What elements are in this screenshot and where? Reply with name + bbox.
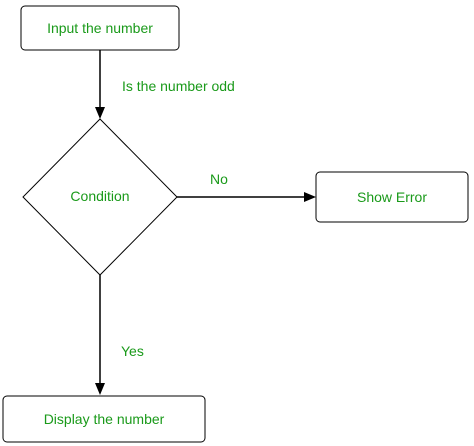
node-input-the-number: Input the number (20, 5, 180, 51)
node-condition: Condition (22, 118, 178, 276)
edge-decision-to-error-arrowhead (304, 192, 316, 202)
edge-start-to-decision-label: Is the number odd (122, 78, 235, 94)
edge-decision-to-error-label: No (210, 171, 228, 187)
edge-start-to-decision-arrowhead (95, 107, 105, 119)
edge-decision-to-output-label: Yes (121, 343, 144, 359)
node-condition-label: Condition (70, 188, 129, 204)
node-show-error-label: Show Error (357, 189, 427, 205)
node-input-the-number-label: Input the number (47, 20, 153, 36)
node-display-the-number: Display the number (2, 395, 206, 443)
edge-decision-to-error: No (177, 171, 316, 202)
edge-start-to-decision: Is the number odd (95, 50, 235, 119)
node-display-the-number-box (2, 395, 206, 443)
edge-decision-to-output-arrowhead (95, 383, 105, 395)
edge-decision-to-output: Yes (95, 275, 144, 395)
node-show-error-box (315, 171, 469, 223)
node-show-error: Show Error (315, 171, 469, 223)
node-display-the-number-label: Display the number (44, 411, 165, 427)
